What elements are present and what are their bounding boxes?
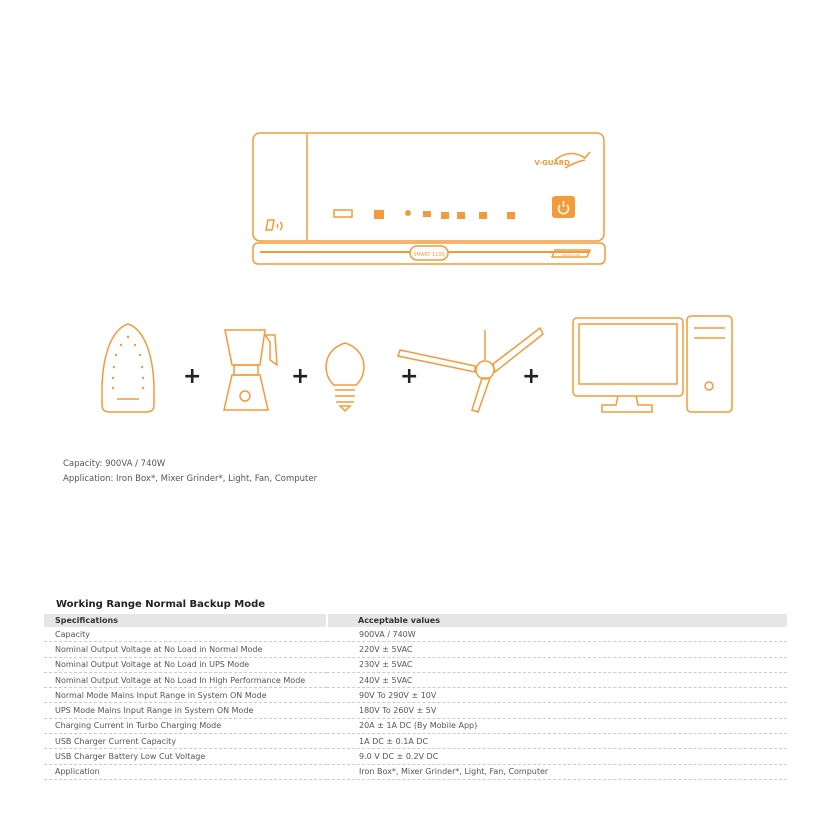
capacity-caption: Capacity: 900VA / 740W bbox=[63, 459, 166, 469]
light-bulb-icon bbox=[325, 342, 365, 413]
table-row: Normal Mode Mains Input Range in System … bbox=[44, 687, 787, 704]
power-icon[interactable] bbox=[557, 201, 570, 215]
spec-name: Capacity bbox=[44, 627, 327, 643]
spec-value: Iron Box*, Mixer Grinder*, Light, Fan, C… bbox=[327, 764, 787, 780]
table-row: Nominal Output Voltage at No Load in Nor… bbox=[44, 641, 787, 658]
table-row: Nominal Output Voltage at No Load In Hig… bbox=[44, 672, 787, 689]
table-row: Nominal Output Voltage at No Load in UPS… bbox=[44, 657, 787, 673]
spec-value: 1A DC ± 0.1A DC bbox=[327, 733, 787, 750]
iron-box-icon bbox=[101, 323, 155, 413]
spec-value: 9.0 V DC ± 0.2V DC bbox=[327, 748, 787, 765]
tagline-label: DIGITAL UPS bbox=[562, 253, 581, 257]
brand-logo: V-GUARD bbox=[534, 159, 570, 167]
header-specifications: Specifications bbox=[44, 614, 327, 627]
computer-icon bbox=[572, 315, 733, 413]
spec-value: 180V To 260V ± 5V bbox=[327, 702, 787, 719]
spec-name: Nominal Output Voltage at No Load in UPS… bbox=[44, 657, 327, 673]
plus-sign: + bbox=[291, 364, 310, 389]
mixer-grinder-icon bbox=[223, 329, 278, 411]
spec-value: 900VA / 740W bbox=[327, 627, 787, 643]
ceiling-fan-icon bbox=[397, 326, 544, 413]
table-title: Working Range Normal Backup Mode bbox=[56, 599, 266, 610]
header-acceptable-values: Acceptable values bbox=[326, 614, 787, 627]
plus-sign: + bbox=[522, 364, 541, 389]
spec-name: USB Charger Battery Low Cut Voltage bbox=[44, 748, 327, 765]
application-caption: Application: Iron Box*, Mixer Grinder*, … bbox=[63, 474, 318, 484]
spec-value: 20A ± 1A DC (By Mobile App) bbox=[327, 718, 787, 735]
spec-value: 240V ± 5VAC bbox=[327, 672, 787, 689]
table-row: UPS Mode Mains Input Range in System ON … bbox=[44, 702, 787, 719]
plus-sign: + bbox=[400, 364, 419, 389]
spec-name: UPS Mode Mains Input Range in System ON … bbox=[44, 702, 327, 719]
spec-name: USB Charger Current Capacity bbox=[44, 733, 327, 750]
spec-name: Normal Mode Mains Input Range in System … bbox=[44, 687, 327, 704]
spec-name: Application bbox=[44, 764, 327, 780]
spec-value: 230V ± 5VAC bbox=[327, 657, 787, 673]
ups-device-illustration: V-GUARD SMART 1100 DIGITAL UPS bbox=[252, 132, 606, 265]
plus-sign: + bbox=[183, 364, 202, 389]
specifications-table: Specifications Acceptable values Capacit… bbox=[44, 614, 787, 780]
iron-dots bbox=[111, 335, 145, 390]
spec-value: 220V ± 5VAC bbox=[327, 641, 787, 658]
spec-name: Nominal Output Voltage at No Load In Hig… bbox=[44, 672, 327, 689]
spec-value: 90V To 290V ± 10V bbox=[327, 687, 787, 704]
spec-name: Charging Current in Turbo Charging Mode bbox=[44, 718, 327, 735]
table-header-row: Specifications Acceptable values bbox=[44, 614, 787, 627]
appliances-illustration bbox=[101, 315, 733, 413]
spec-name: Nominal Output Voltage at No Load in Nor… bbox=[44, 641, 327, 658]
model-label: SMART 1100 bbox=[413, 252, 444, 258]
